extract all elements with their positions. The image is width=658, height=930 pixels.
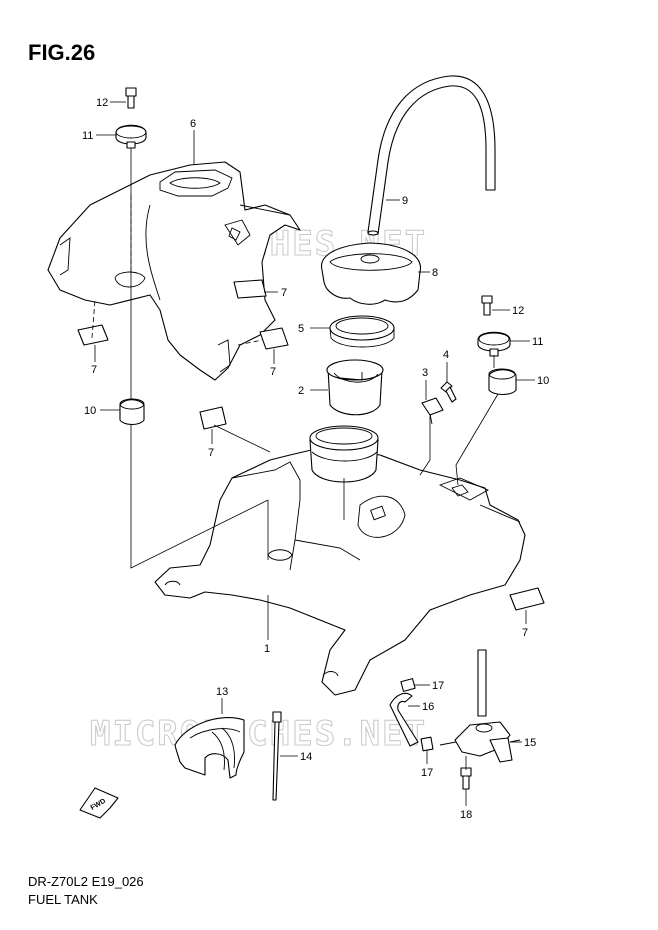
pad-part-d[interactable] — [199, 406, 227, 430]
callout-9: 9 — [402, 195, 408, 207]
fuel-hose-part[interactable] — [389, 692, 419, 747]
callout-12-right: 12 — [512, 305, 524, 317]
pad-part-e[interactable] — [509, 587, 545, 611]
clamp-part[interactable] — [421, 397, 444, 425]
cable-tie-part[interactable] — [272, 711, 282, 801]
grommet-part-right[interactable] — [488, 368, 517, 396]
callout-12-left: 12 — [96, 97, 108, 109]
callout-14: 14 — [300, 751, 312, 763]
callout-8: 8 — [432, 267, 438, 279]
callout-7-b: 7 — [281, 287, 287, 299]
callout-13: 13 — [216, 686, 228, 698]
callout-2: 2 — [298, 385, 304, 397]
tank-cushion-part[interactable] — [174, 717, 245, 779]
callout-labels: 1 2 3 4 5 6 7 7 7 7 7 8 9 10 — [82, 97, 549, 821]
bolt-part-right[interactable] — [481, 295, 493, 316]
callout-16: 16 — [422, 701, 434, 713]
callout-7-d: 7 — [208, 447, 214, 459]
cushion-part-left[interactable] — [115, 124, 147, 149]
watermark-bottom: MICROFICHES.NET — [90, 714, 427, 754]
breather-hose-part[interactable] — [367, 75, 496, 236]
callout-7-e: 7 — [522, 627, 528, 639]
callout-6: 6 — [190, 118, 196, 130]
callout-15: 15 — [524, 737, 536, 749]
figure-title: FIG.26 — [28, 40, 96, 65]
callout-11-right: 11 — [532, 336, 543, 348]
pad-part-c[interactable] — [259, 327, 289, 350]
figure-caption: FUEL TANK — [28, 892, 98, 907]
cushion-part-right[interactable] — [477, 331, 511, 357]
callout-4: 4 — [443, 349, 449, 361]
model-code: DR-Z70L2 E19_026 — [28, 874, 144, 889]
tank-ring-part[interactable] — [329, 315, 395, 348]
hose-clamp-part-top[interactable] — [400, 678, 416, 692]
grommet-part-left[interactable] — [119, 398, 145, 426]
callout-17-bottom: 17 — [421, 767, 433, 779]
tank-cover-part[interactable] — [47, 161, 301, 381]
screw-part[interactable] — [440, 381, 457, 403]
callout-7-a: 7 — [91, 364, 97, 376]
bolt-part-left[interactable] — [125, 87, 137, 109]
bolt-part-bottom[interactable] — [460, 767, 472, 790]
callout-10-right: 10 — [537, 375, 549, 387]
fwd-arrow-icon: FWD — [79, 787, 119, 819]
fuel-strainer-part[interactable] — [326, 359, 384, 416]
callout-18: 18 — [460, 809, 472, 821]
callout-3: 3 — [422, 367, 428, 379]
pad-part-a[interactable] — [77, 324, 109, 346]
callout-5: 5 — [298, 323, 304, 335]
fuel-cap-part[interactable] — [320, 242, 421, 305]
callout-17-top: 17 — [432, 680, 444, 692]
callout-10-left: 10 — [84, 405, 96, 417]
fuel-cock-part[interactable] — [439, 649, 521, 763]
callout-1: 1 — [264, 643, 270, 655]
fuel-tank-part[interactable] — [154, 425, 526, 696]
pad-part-b[interactable] — [233, 279, 267, 299]
callout-7-c: 7 — [270, 366, 276, 378]
assembly-guide-lines — [91, 148, 499, 770]
hose-clamp-part-bottom[interactable] — [420, 736, 434, 752]
callout-11-left: 11 — [82, 130, 93, 142]
